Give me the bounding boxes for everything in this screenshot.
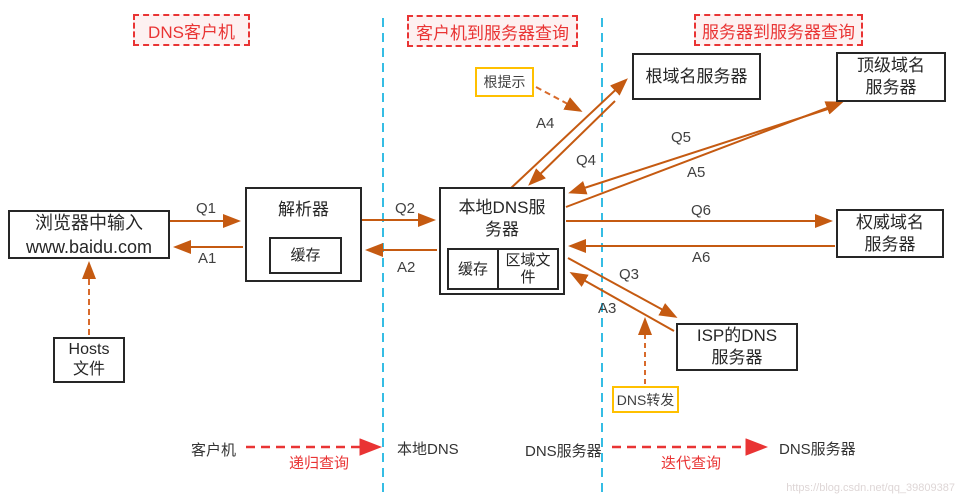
- root-server-title: 根域名服务器: [645, 66, 748, 86]
- tld-server-line1: 顶级域名: [857, 56, 925, 75]
- arrow-a4: [528, 100, 616, 186]
- resolver-cache-box: 缓存: [269, 237, 342, 274]
- watermark-url: https://blog.csdn.net/qq_39809387: [786, 482, 955, 494]
- edge-label-a3: A3: [598, 300, 617, 317]
- isp-dns-line2: 服务器: [711, 348, 763, 367]
- browser-node-line1: 浏览器中输入: [35, 212, 143, 233]
- tld-server-node: 顶级域名 服务器: [836, 52, 946, 102]
- arrow-q3: [567, 257, 678, 318]
- legend-local-dns: 本地DNS: [397, 441, 459, 458]
- resolver-title: 解析器: [278, 200, 329, 219]
- arrow-q4: [509, 78, 628, 190]
- resolver-node: 解析器 缓存: [245, 187, 362, 282]
- arrow-root-hint-dashed: [535, 86, 583, 112]
- arrow-a5: [568, 106, 835, 195]
- edge-label-a6: A6: [692, 249, 711, 266]
- legend-client: 客户机: [191, 442, 237, 459]
- edge-label-a4: A4: [536, 115, 555, 132]
- region-label-client-to-server: 客户机到服务器查询: [407, 15, 578, 47]
- edge-label-a5: A5: [687, 164, 706, 181]
- dns-forward-label: DNS转发: [616, 391, 675, 408]
- edge-label-q3: Q3: [619, 266, 640, 283]
- hosts-file-line2: 文件: [72, 361, 105, 378]
- root-hint-label: 根提示: [483, 74, 526, 90]
- edge-label-a1: A1: [198, 250, 217, 267]
- tld-server-line2: 服务器: [865, 78, 917, 97]
- authoritative-server-line2: 服务器: [864, 234, 916, 254]
- region-label-dns-client: DNS客户机: [133, 14, 250, 46]
- region-label-server-to-server: 服务器到服务器查询: [694, 14, 863, 46]
- isp-dns-node: ISP的DNS 服务器: [676, 323, 798, 371]
- legend-iterative-query: 迭代查询: [661, 455, 722, 472]
- browser-node-line2: www.baidu.com: [25, 236, 153, 257]
- edge-label-q4: Q4: [576, 152, 597, 169]
- local-dns-title: 本地DNS服务器: [458, 198, 546, 239]
- resolver-cache-label: 缓存: [290, 247, 321, 264]
- edge-label-a2: A2: [397, 259, 416, 276]
- authoritative-server-node: 权威域名 服务器: [836, 209, 944, 258]
- edge-label-q6: Q6: [691, 202, 712, 219]
- local-dns-zonefile-label: 区域文件: [505, 252, 551, 286]
- isp-dns-line1: ISP的DNS: [696, 326, 778, 345]
- edge-label-q1: Q1: [196, 200, 217, 217]
- local-dns-zonefile-box: 区域文件: [497, 248, 559, 290]
- local-dns-node: 本地DNS服务器 缓存 区域文件: [439, 187, 565, 295]
- root-hint-box: 根提示: [475, 67, 534, 97]
- local-dns-cache-box: 缓存: [447, 248, 499, 290]
- authoritative-server-line1: 权威域名: [856, 212, 924, 232]
- edge-label-q2: Q2: [395, 200, 416, 217]
- root-server-node: 根域名服务器: [632, 53, 761, 100]
- local-dns-cache-label: 缓存: [457, 260, 488, 278]
- hosts-file-node: Hosts 文件: [53, 337, 125, 383]
- dns-forward-box: DNS转发: [612, 386, 679, 413]
- browser-node: 浏览器中输入 www.baidu.com: [8, 210, 170, 259]
- legend-recursive-query: 递归查询: [289, 455, 350, 472]
- hosts-file-line1: Hosts: [68, 341, 110, 358]
- legend-dns-server-left: DNS服务器: [525, 443, 602, 460]
- legend-dns-server-right: DNS服务器: [779, 441, 856, 458]
- arrow-a3: [569, 272, 675, 332]
- edge-label-q5: Q5: [671, 129, 692, 146]
